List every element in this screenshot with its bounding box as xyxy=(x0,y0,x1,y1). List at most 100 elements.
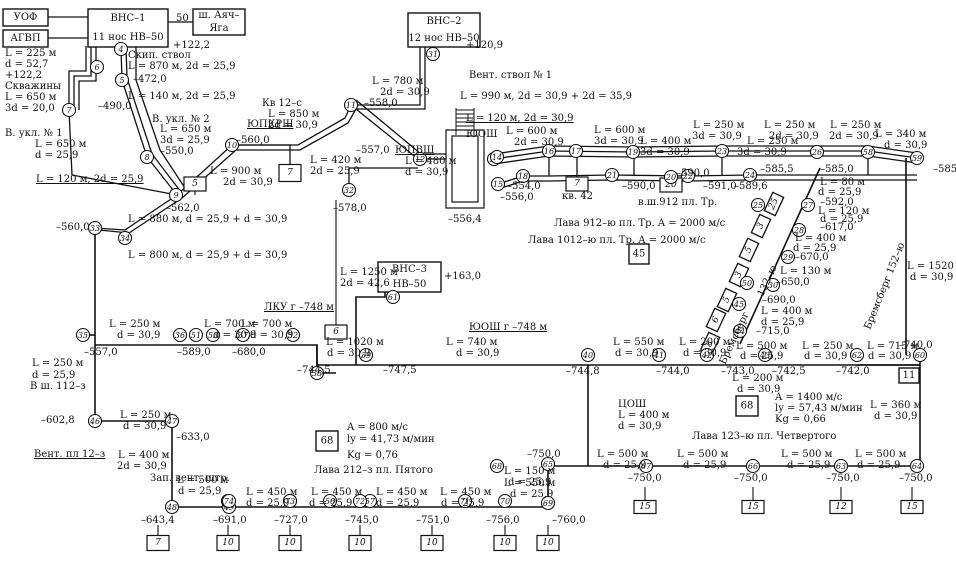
diagram-label: в.ш.912 пл. Тр. xyxy=(638,197,717,208)
node-23: 23 xyxy=(714,143,730,159)
node-number: 34 xyxy=(120,234,130,243)
node-37: 37 xyxy=(235,327,251,343)
box-text: НВ–50 xyxy=(393,279,427,290)
node-number: 18 xyxy=(518,172,528,181)
diagram-label: 2d = 25,9 xyxy=(310,166,360,177)
diagram-label: –585,5 xyxy=(760,164,794,175)
diagram-label: 3d = 20,0 xyxy=(5,103,55,114)
diagram-label: Лава 123–ю пл. Четвертого xyxy=(692,431,836,442)
diagram-label: L = 250 м xyxy=(747,136,799,147)
depot-12: 10 xyxy=(348,525,372,552)
node-number: 8 xyxy=(144,153,149,162)
diagram-label: L = 450 м xyxy=(440,487,492,498)
box-shaft-ayach: ш. Аяч–Яга xyxy=(192,8,246,36)
diagram-label: –554,0 xyxy=(507,181,541,192)
box-text: 12 нос НВ–50 xyxy=(408,33,479,44)
node-number: 39 xyxy=(361,351,371,360)
node-number: 70 xyxy=(500,497,510,506)
fan-label: 6 xyxy=(710,315,722,325)
fan-label: 5 xyxy=(721,295,733,305)
diagram-label: L = 120 м xyxy=(818,206,870,217)
diagram-label: d = 30,9 xyxy=(327,348,370,359)
diagram-label: В. укл. № 2 xyxy=(152,114,210,125)
diagram-label: ЮПВШ xyxy=(395,145,434,156)
node-number: 68 xyxy=(492,462,502,471)
node-number: 61 xyxy=(388,293,398,302)
node-45: 45 xyxy=(731,296,747,312)
node-number: 65 xyxy=(543,460,553,469)
diagram-label: –558,0 xyxy=(364,98,398,109)
diagram-label: –557,0 xyxy=(84,347,118,358)
diagram-label: L = 340 м xyxy=(875,129,927,140)
depot-14: 10 xyxy=(493,525,517,552)
node-number: 46 xyxy=(89,417,100,426)
diagram-label: –750,0 xyxy=(628,473,662,484)
diagram-label: A = 800 м/с xyxy=(346,422,408,433)
box-agvp: АГВП xyxy=(2,29,49,48)
diagram-label: d = 25,9 xyxy=(761,317,804,328)
fan-0: 25 xyxy=(763,191,785,217)
diagram-label: –690,0 xyxy=(762,295,796,306)
double-airway-9 xyxy=(125,45,182,193)
diagram-label: –715,0 xyxy=(756,326,790,337)
diagram-label: –742,0 xyxy=(836,366,870,377)
diagram-label: Лава 912–ю пл. Тр. A = 2000 м/с xyxy=(554,218,726,229)
node-6: 6 xyxy=(89,59,105,75)
diagram-label: –744,0 xyxy=(656,366,690,377)
diagram-label: d = 52,7 xyxy=(5,59,48,70)
diagram-label: d = 25,9 xyxy=(787,460,830,471)
depot-label: 12 xyxy=(835,502,847,512)
box-vns2: ВНС–212 нос НВ–50 xyxy=(407,12,481,48)
depot-label: 7 xyxy=(287,168,293,178)
fan-label: 5 xyxy=(743,245,755,255)
diagram-label: L = 250 м xyxy=(120,410,172,421)
node-number: 66 xyxy=(748,462,758,471)
double-airway-12 xyxy=(73,46,92,110)
box-vns1: ВНС–1 11 нос НВ–50 xyxy=(87,8,169,48)
diagram-label: d = 30,9 xyxy=(683,348,726,359)
node-number: 50 xyxy=(742,279,752,288)
box-text: ВНС–1 xyxy=(110,13,145,24)
node-number: 51 xyxy=(191,331,201,340)
node-9: 9 xyxy=(168,187,184,203)
diagram-label: L = 250 м xyxy=(109,319,161,330)
node-number: 43 xyxy=(759,351,770,360)
diagram-label: –727,0 xyxy=(274,515,308,526)
diagram-label: d = 25,9 xyxy=(309,498,352,509)
diagram-label: –472,0 xyxy=(133,74,167,85)
diagram-label: ЮОШ xyxy=(466,129,498,140)
box-text: 11 нос НВ–50 xyxy=(92,32,163,43)
diagram-label: –751,0 xyxy=(416,515,450,526)
box-uof: УОФ xyxy=(2,8,49,27)
box-lava68b: 68 xyxy=(735,395,759,417)
diagram-label: L = 500 м xyxy=(597,449,649,460)
node-12: 12 xyxy=(412,151,428,167)
node-18: 18 xyxy=(515,168,531,184)
node-number: 16 xyxy=(544,147,554,156)
diagram-label: L = 780 м xyxy=(372,76,424,87)
node-number: 11 xyxy=(346,101,356,110)
diagram-label: L = 360 м xyxy=(870,400,922,411)
junction-nodes: 4657891011121314151617181920212223242526… xyxy=(61,41,928,515)
diagram-label: Скважины xyxy=(5,81,61,92)
diagram-label: L = 800 м, d = 25,9 + d = 30,9 xyxy=(128,250,287,261)
diagram-label: d = 25,9 xyxy=(35,150,78,161)
box-text: ш. Аяч– xyxy=(198,10,239,21)
diagram-label: d = 30,9 xyxy=(250,330,293,341)
diagram-label: 2d = 30,9 xyxy=(380,87,430,98)
node-34: 34 xyxy=(117,230,133,246)
diagram-label: L = 650 м xyxy=(5,92,57,103)
double-airway-13 xyxy=(78,46,97,110)
diagram-label: 2d = 30,9 xyxy=(514,137,564,148)
diagram-label: ЛКУ г –748 м xyxy=(264,302,334,313)
node-number: 63 xyxy=(836,462,846,471)
diagram-label: L = 650 м xyxy=(35,139,87,150)
node-42: 42 xyxy=(699,347,715,363)
diagram-label: L = 1250 м xyxy=(340,267,398,278)
diagram-label: Зап. вент. штр. xyxy=(150,473,230,484)
shaft-inner xyxy=(451,135,479,203)
node-number: 67 xyxy=(641,462,652,471)
diagram-label: ЮОШ г –748 м xyxy=(469,322,547,333)
node-15: 15 xyxy=(490,176,506,192)
node-67: 67 xyxy=(638,458,654,474)
